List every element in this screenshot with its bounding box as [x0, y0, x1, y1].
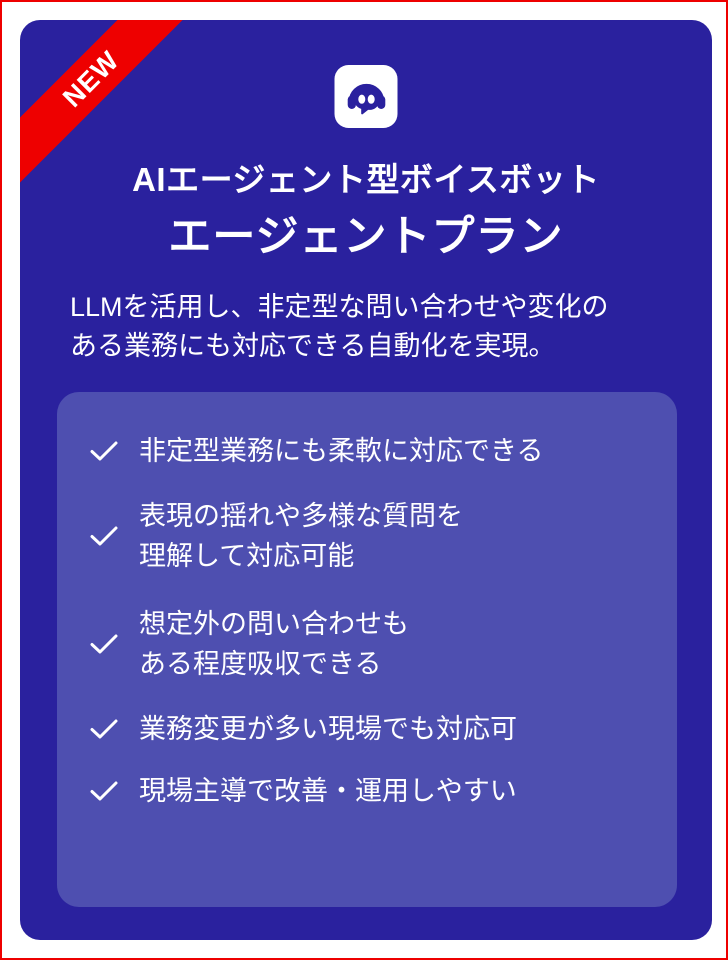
plan-description-line-1: LLMを活用し、非定型な問い合わせや変化の	[70, 292, 609, 322]
feature-item-line: 想定外の問い合わせも	[139, 608, 409, 639]
feature-item-text: 想定外の問い合わせも ある程度吸収できる	[139, 604, 409, 685]
voicebot-robot-icon-glyph	[347, 83, 385, 114]
feature-item-text: 表現の揺れや多様な質問を 理解して対応可能	[139, 496, 463, 577]
feature-item: 想定外の問い合わせも ある程度吸収できる	[57, 590, 677, 698]
new-ribbon-label: NEW	[56, 44, 125, 113]
plan-title: エージェントプラン	[168, 213, 564, 261]
feature-item-text: 業務変更が多い現場でも対応可	[139, 709, 517, 750]
feature-item-line: 現場主導で改善・運用しやすい	[139, 775, 517, 806]
feature-list-panel: 非定型業務にも柔軟に対応できる 表現の揺れや多様な質問を 理解して対応可能 想定…	[57, 392, 677, 907]
feature-item-line: 業務変更が多い現場でも対応可	[139, 713, 517, 744]
feature-item-line: 非定型業務にも柔軟に対応できる	[139, 435, 544, 466]
feature-item: 非定型業務にも柔軟に対応できる	[57, 420, 677, 482]
feature-item-text: 非定型業務にも柔軟に対応できる	[139, 431, 543, 472]
feature-item: 表現の揺れや多様な質問を 理解して対応可能	[57, 482, 677, 590]
check-icon	[87, 434, 121, 468]
headline: AIエージェント型ボイスボット	[132, 161, 600, 198]
check-icon	[87, 712, 121, 746]
feature-item: 現場主導で改善・運用しやすい	[57, 760, 677, 822]
check-icon	[87, 774, 121, 808]
plan-description: LLMを活用し、非定型な問い合わせや変化の ある業務にも対応できる自動化を実現。	[70, 288, 670, 366]
plan-description-line-2: ある業務にも対応できる自動化を実現。	[70, 331, 556, 362]
feature-item: 業務変更が多い現場でも対応可	[57, 698, 677, 760]
check-icon	[87, 627, 121, 661]
voicebot-robot-icon	[334, 65, 398, 128]
feature-item-text: 現場主導で改善・運用しやすい	[139, 771, 517, 812]
feature-item-line: ある程度吸収できる	[139, 649, 382, 679]
plan-card: NEW AIエージェント型ボイスボット エージェントプラン LLMを活	[20, 20, 712, 940]
feature-item-line: 理解して対応可能	[139, 541, 355, 571]
check-icon	[87, 519, 121, 553]
feature-item-line: 表現の揺れや多様な質問を	[139, 500, 463, 531]
